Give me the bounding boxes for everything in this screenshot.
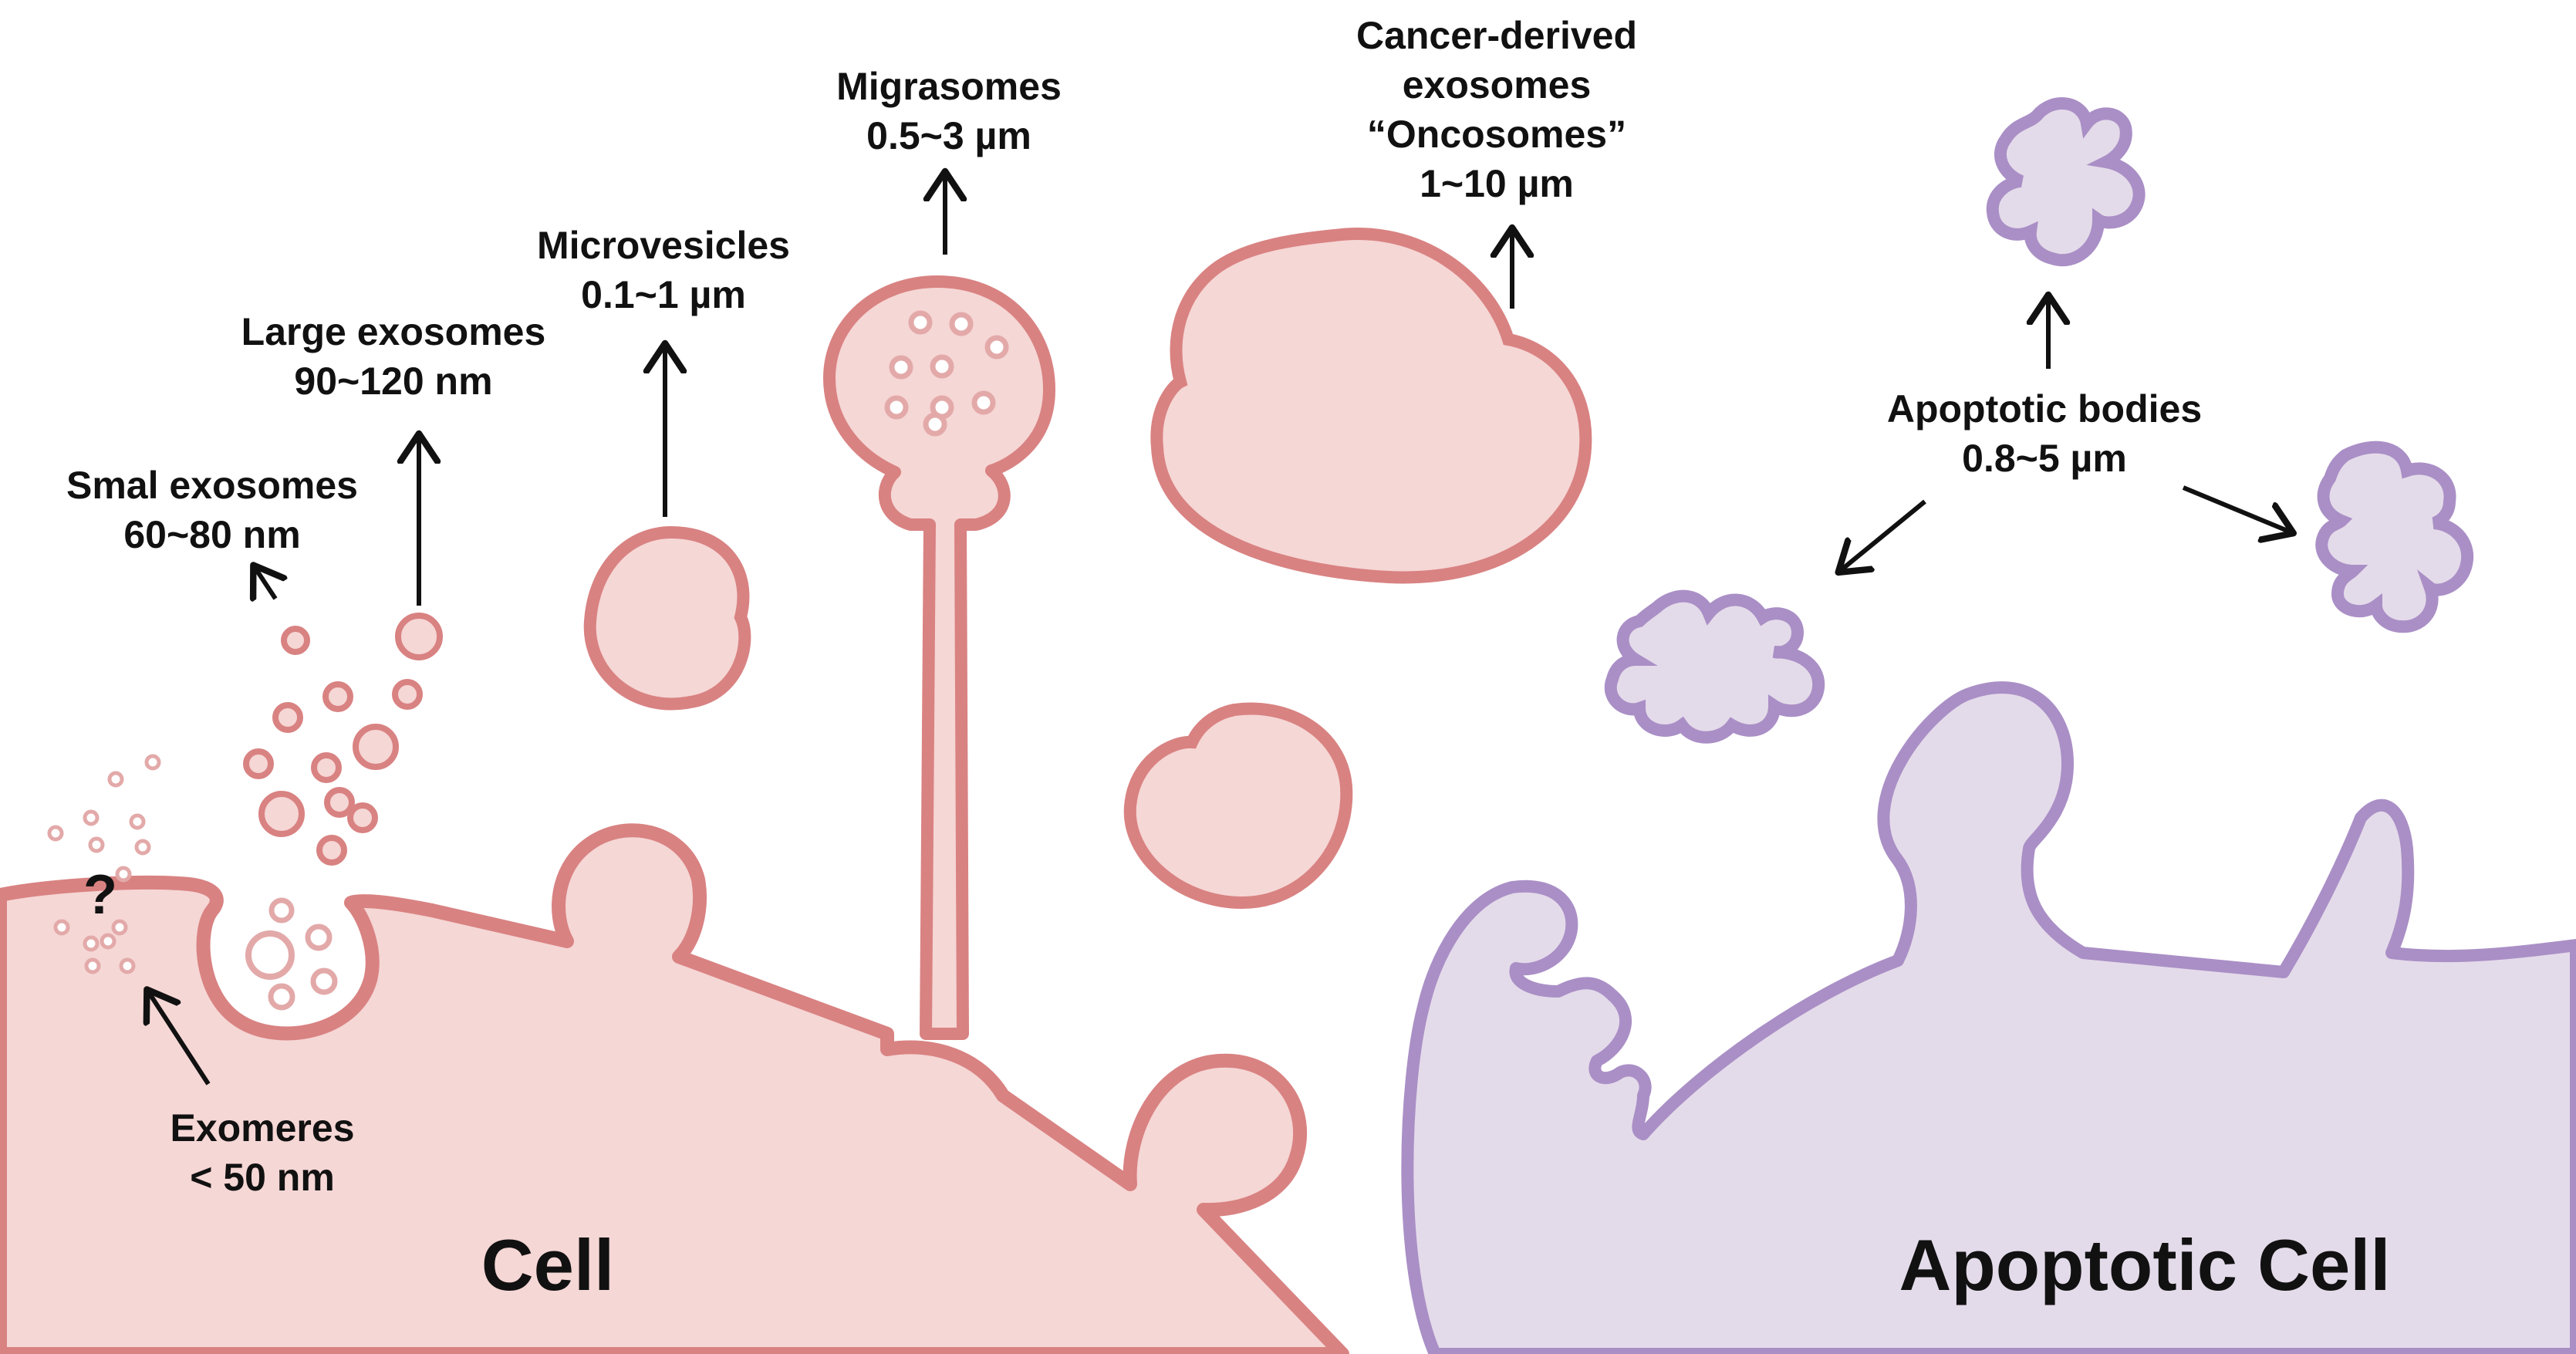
oncosomes-size: 1~10 µm [1420, 162, 1574, 205]
label-large-exosomes: Large exosomes 90~120 nm [216, 307, 571, 406]
microvesicles-size: 0.1~1 µm [581, 273, 746, 316]
oncosomes-line2: exosomes [1402, 63, 1592, 106]
arrow-small-exosomes [255, 567, 275, 599]
exomeres-size: < 50 nm [190, 1156, 335, 1199]
migrasomes-size: 0.5~3 µm [866, 114, 1031, 157]
arrow-apoptotic-right [2182, 485, 2291, 532]
large-exosomes-size: 90~120 nm [294, 360, 493, 403]
microvesicle [1123, 702, 1353, 910]
large-exosomes-name: Large exosomes [241, 310, 546, 353]
label-small-exosomes: Smal exosomes 60~80 nm [35, 461, 390, 559]
arrow-exomeres [148, 991, 211, 1086]
oncosomes-line1: Cancer-derived [1356, 14, 1638, 57]
pocket-vesicle [245, 930, 295, 980]
pocket-vesicle [305, 923, 333, 951]
label-exomeres: Exomeres < 50 nm [100, 1103, 424, 1202]
label-migrasomes: Migrasomes 0.5~3 µm [771, 62, 1126, 160]
question-mark: ? [83, 864, 117, 926]
exomeres-name: Exomeres [170, 1106, 355, 1150]
label-apoptotic-bodies: Apoptotic bodies 0.8~5 µm [1852, 384, 2237, 483]
exomeres [47, 754, 161, 974]
apoptotic-bodies-name: Apoptotic bodies [1886, 387, 2203, 431]
exosomes [243, 613, 443, 866]
label-microvesicles: Microvesicles 0.1~1 µm [486, 221, 841, 319]
migrasomes-name: Migrasomes [836, 65, 1062, 108]
microvesicles-name: Microvesicles [537, 224, 790, 267]
label-apoptotic-cell: Apoptotic Cell [1899, 1224, 2391, 1305]
pocket-vesicle [268, 983, 295, 1011]
pocket-vesicle [268, 897, 295, 923]
apoptotic-cell-body [1401, 681, 2576, 1354]
oncosome [1150, 228, 1592, 584]
arrows [148, 174, 2291, 1086]
apoptotic-bodies-size: 0.8~5 µm [1962, 437, 2127, 480]
migrasome-vesicles [884, 310, 1009, 437]
migrasome [823, 275, 1055, 1040]
label-cell: Cell [481, 1224, 615, 1305]
arrow-apoptotic-left [1840, 499, 1926, 571]
microvesicle [583, 525, 751, 711]
apoptotic-body [1986, 97, 2146, 267]
cell-body [0, 823, 1349, 1354]
small-exosomes-size: 60~80 nm [123, 513, 301, 556]
small-exosomes-name: Smal exosomes [66, 464, 358, 507]
apoptotic-body [2315, 441, 2474, 633]
oncosomes-line3: “Oncosomes” [1366, 113, 1627, 156]
pocket-vesicle [310, 967, 338, 995]
apoptotic-body [1604, 589, 1825, 744]
label-oncosomes: Cancer-derived exosomes “Oncosomes” 1~10… [1296, 11, 1697, 208]
